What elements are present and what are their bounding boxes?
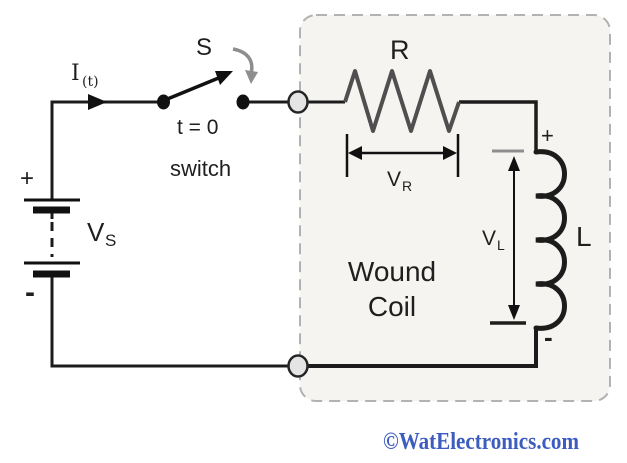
inductor-label: L: [576, 221, 592, 252]
source-plus-label: +: [20, 165, 34, 192]
switch-arm-arrow-icon: [215, 71, 233, 85]
inductor-voltage-measure: [490, 149, 526, 325]
wire-top-left: [50, 100, 164, 200]
current-arrow-icon: [88, 94, 107, 110]
switch: [157, 47, 258, 110]
resistor-voltage-measure: [345, 134, 460, 177]
watermark-link[interactable]: ©WatElectronics.com: [383, 429, 579, 455]
source-minus-label: -: [25, 276, 35, 309]
wire-bottom-return: [50, 274, 298, 368]
voltage-source: [24, 198, 80, 278]
bottom-terminal-node: [287, 354, 309, 378]
resistor-label: R: [390, 35, 410, 65]
vl-up-arrow-icon: [508, 156, 520, 171]
wound-coil-label-line2: Coil: [368, 291, 416, 322]
top-terminal-node: [287, 90, 309, 114]
inductor-voltage-label: V: [482, 227, 496, 250]
source-voltage-label-sub: S: [105, 231, 116, 250]
wire-resistor-to-coil: [459, 100, 538, 152]
wound-coil-label-line1: Wound: [348, 256, 436, 287]
inductor-voltage-label-sub: L: [497, 237, 505, 253]
inductor-plus-label: +: [541, 123, 554, 148]
inductor-minus-label: -: [544, 322, 553, 352]
resistor-voltage-label: V: [387, 168, 401, 191]
current-label: I: [71, 61, 80, 86]
switch-caption-label: switch: [170, 156, 231, 181]
switch-time-label: t = 0: [177, 116, 218, 139]
switch-arm: [164, 75, 222, 102]
switch-closing-arc: [232, 47, 254, 75]
circuit-wires: [50, 100, 538, 368]
switch-throw-dot: [236, 94, 250, 110]
vr-right-arrow-icon: [443, 146, 457, 160]
source-voltage-label: V: [87, 217, 105, 247]
switch-name-label: S: [196, 34, 212, 61]
current-label-sub: (t): [82, 74, 99, 90]
resistor-voltage-label-sub: R: [402, 178, 412, 194]
inductor-coil: [533, 149, 567, 331]
vl-down-arrow-icon: [508, 305, 520, 320]
vr-left-arrow-icon: [348, 146, 362, 160]
wire-coil-to-node: [298, 328, 538, 368]
resistor: [343, 69, 461, 133]
switch-pole-dot: [157, 94, 170, 110]
switch-closing-arrow-icon: [245, 70, 258, 84]
